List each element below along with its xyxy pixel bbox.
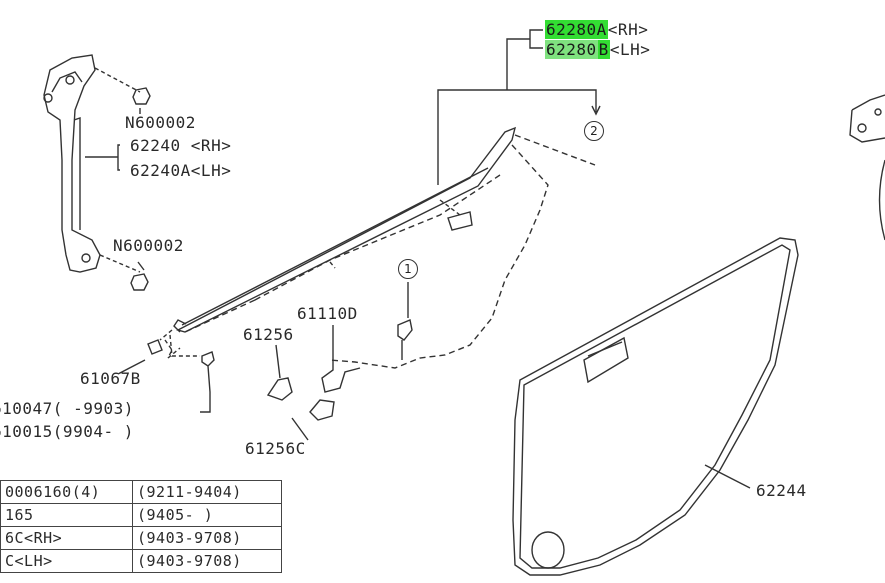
trim-handle-recess — [583, 336, 629, 384]
label-610015: 610015(9904- ) — [0, 422, 134, 441]
regulator-frame — [43, 54, 101, 273]
table-row: 165(9405- ) — [0, 503, 282, 527]
table-row: C<LH>(9403-9708) — [0, 549, 282, 573]
table-row: 0006160(4)(9211-9404) — [0, 480, 282, 504]
screw-1 — [397, 319, 413, 360]
table-cell-range: (9405- ) — [132, 503, 282, 527]
table-cell-part: 165 — [0, 503, 133, 527]
inner-panel-outline — [184, 134, 596, 369]
table-cell-part: 6C<RH> — [0, 526, 133, 550]
leader-62280 — [437, 29, 597, 185]
screw-610047 — [200, 351, 215, 413]
door-trim-panel — [512, 237, 799, 576]
table-cell-range: (9403-9708) — [132, 526, 282, 550]
clip-61067b — [147, 339, 163, 355]
label-610047: 610047( -9903) — [0, 399, 134, 418]
speaker-opening — [531, 531, 565, 569]
nut-lower — [130, 273, 149, 291]
hinge-right — [849, 94, 885, 143]
label-61256: 61256 — [243, 325, 294, 344]
callout-circle-2: 2 — [584, 121, 604, 141]
clip-61256 — [266, 377, 293, 401]
table-cell-part: 0006160(4) — [0, 480, 133, 504]
label-62244: 62244 — [756, 481, 807, 500]
label-n600002-lower: N600002 — [113, 236, 184, 255]
label-61067b: 61067B — [80, 369, 141, 388]
label-61256c: 61256C — [245, 439, 306, 458]
glass-strip — [176, 126, 517, 333]
table-row: 6C<RH>(9403-9708) — [0, 526, 282, 550]
link-61110d — [321, 325, 361, 393]
label-61110d: 61110D — [297, 304, 358, 323]
label-62240a-lh: 62240A<LH> — [130, 161, 232, 180]
table-cell-range: (9211-9404) — [132, 480, 282, 504]
parts-table: 0006160(4)(9211-9404)165(9405- )6C<RH>(9… — [0, 480, 282, 573]
label-n600002-upper: N600002 — [125, 113, 196, 132]
label-62240-rh: 62240 <RH> — [130, 136, 232, 155]
nut-upper — [132, 87, 151, 105]
label-62280a: 62280A<RH> — [545, 20, 649, 39]
table-cell-part: C<LH> — [0, 549, 133, 573]
table-cell-range: (9403-9708) — [132, 549, 282, 573]
callout-circle-1: 1 — [398, 259, 418, 279]
clip-rect — [447, 211, 473, 231]
